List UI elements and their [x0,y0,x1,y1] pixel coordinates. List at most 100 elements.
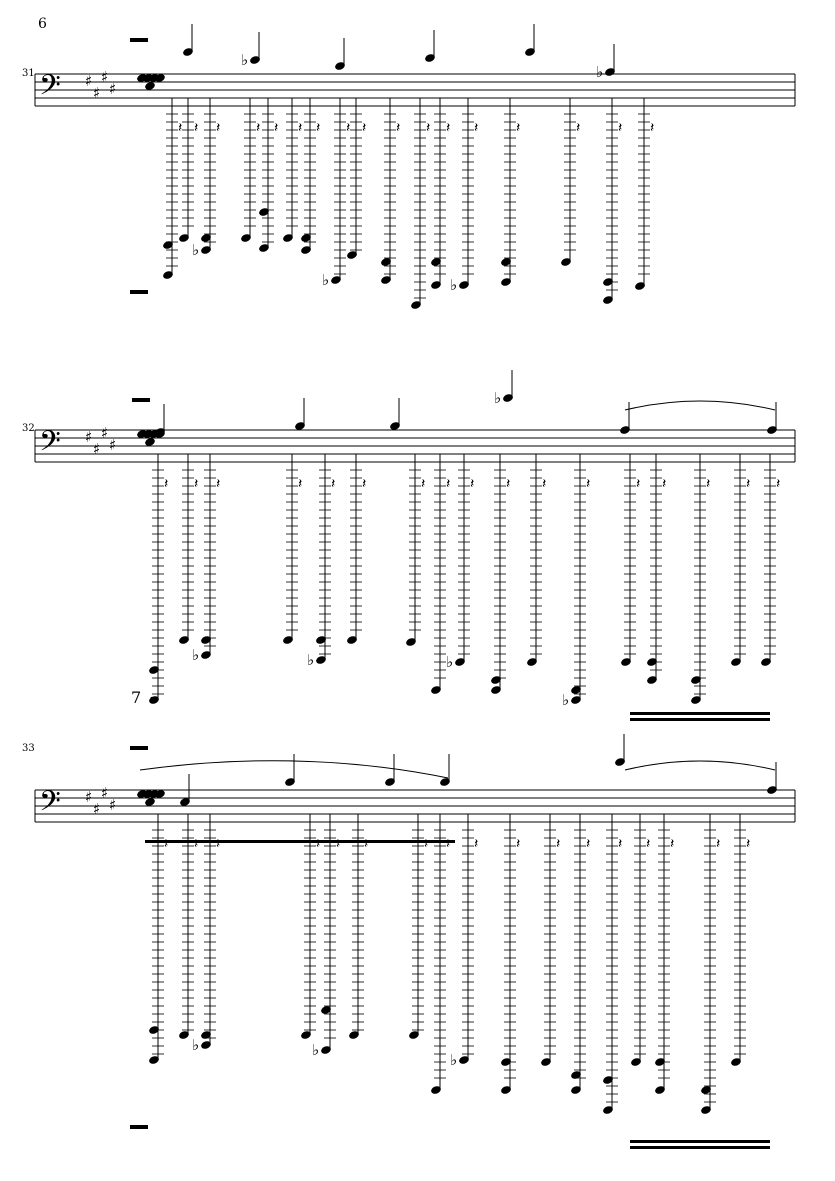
measure-number: 32 [22,423,35,434]
notehead [155,74,165,82]
notehead [155,428,165,436]
notehead [761,658,771,666]
notehead [525,48,535,56]
notehead [385,778,395,786]
notehead [163,271,173,279]
quarter-rest-icon: 𝄽 [446,476,450,492]
bass-clef-icon: 𝄢 [39,425,61,465]
notehead [201,636,211,644]
flat-icon: ♭ [192,646,199,664]
notehead [767,786,777,794]
slur [139,760,449,779]
quarter-rest-icon: 𝄽 [316,836,320,852]
quarter-rest-icon: 𝄽 [470,476,474,492]
quarter-rest-icon: 𝄽 [424,836,428,852]
notehead [321,1006,331,1014]
notehead [283,234,293,242]
flat-icon: ♭ [494,389,501,407]
sharp-icon: ♯ [101,68,108,86]
notehead [691,696,701,704]
notehead [605,68,615,76]
notehead [316,636,326,644]
flat-icon: ♭ [450,1051,457,1069]
notehead [295,422,305,430]
quarter-rest-icon: 𝄽 [576,120,580,136]
notehead [285,778,295,786]
notehead [201,1041,211,1049]
notehead [621,658,631,666]
quarter-rest-icon: 𝄽 [216,120,220,136]
notehead [603,278,613,286]
notehead [561,258,571,266]
notehead [571,686,581,694]
flat-icon: ♭ [192,1036,199,1054]
flat-icon: ♭ [307,651,314,669]
quarter-rest-icon: 𝄽 [706,476,710,492]
notehead [381,276,391,284]
notehead [155,790,165,798]
notehead [301,1031,311,1039]
flat-icon: ♭ [450,276,457,294]
quarter-rest-icon: 𝄽 [646,836,650,852]
quarter-rest-icon: 𝄽 [331,476,335,492]
notehead [731,658,741,666]
notehead [571,1071,581,1079]
quarter-rest-icon: 𝄽 [362,476,366,492]
notehead [201,651,211,659]
beam [630,1146,770,1149]
notehead [411,301,421,309]
notehead [440,778,450,786]
notehead [459,1056,469,1064]
notehead [691,676,701,684]
notehead [491,676,501,684]
notehead [406,638,416,646]
measure-number: 31 [22,68,35,79]
quarter-rest-icon: 𝄽 [194,120,198,136]
sharp-icon: ♯ [85,72,92,90]
quarter-rest-icon: 𝄽 [421,476,425,492]
beam [630,1140,770,1143]
quarter-rest-icon: 𝄽 [746,476,750,492]
notehead [163,241,173,249]
flat-icon: ♭ [241,51,248,69]
flat-icon: ♭ [312,1041,319,1059]
notehead [201,246,211,254]
notehead [603,1076,613,1084]
notehead [620,426,630,434]
notehead [701,1086,711,1094]
notehead [631,1058,641,1066]
flat-icon: ♭ [192,241,199,259]
notehead [149,1056,159,1064]
notehead [259,244,269,252]
staff-notation: 𝄢♯♯♯♯♭♭𝄽𝄽♭𝄽𝄽𝄽𝄽𝄽♭𝄽𝄽𝄽𝄽𝄽♭𝄽𝄽𝄽𝄽𝄽 [34,24,796,309]
quarter-rest-icon: 𝄽 [516,120,520,136]
quarter-rest-icon: 𝄽 [446,120,450,136]
notehead [183,48,193,56]
notehead [603,1106,613,1114]
notehead [179,1031,189,1039]
quarter-rest-icon: 𝄽 [364,836,368,852]
notehead [501,278,511,286]
quarter-rest-icon: 𝄽 [636,476,640,492]
quarter-rest-icon: 𝄽 [586,476,590,492]
quarter-rest-icon: 𝄽 [336,836,340,852]
notehead [527,658,537,666]
quarter-rest-icon: 𝄽 [164,836,168,852]
quarter-rest-icon: 𝄽 [396,120,400,136]
notehead [501,1086,511,1094]
quarter-rest-icon: 𝄽 [362,120,366,136]
whole-rest-icon [130,290,148,294]
flat-icon: ♭ [446,653,453,671]
notehead [145,82,155,90]
bass-clef-icon: 𝄢 [39,69,61,109]
tuplet-number: 7 [131,688,142,707]
notehead [347,636,357,644]
beam [630,718,770,721]
quarter-rest-icon: 𝄽 [662,476,666,492]
flat-icon: ♭ [596,63,603,81]
quarter-rest-icon: 𝄽 [298,120,302,136]
notehead [431,686,441,694]
quarter-rest-icon: 𝄽 [542,476,546,492]
